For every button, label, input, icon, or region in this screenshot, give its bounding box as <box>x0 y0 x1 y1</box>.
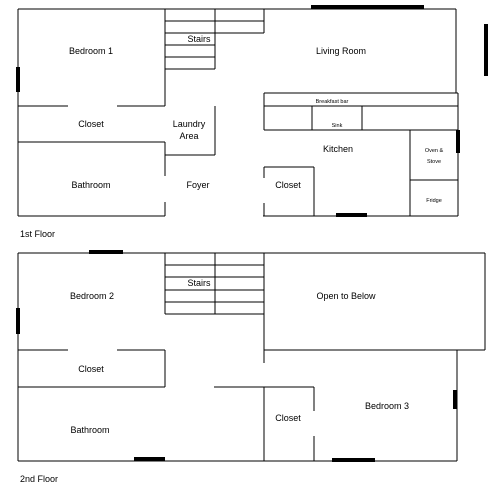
room-label-living-room: Living Room <box>316 46 366 56</box>
room-label-bathroom-2: Bathroom <box>70 425 109 435</box>
room-label-sink: Sink <box>332 123 343 129</box>
room-label-stairs: Stairs <box>187 34 211 44</box>
room-label-breakfast-bar: Breakfast bar <box>316 99 349 105</box>
second-floor-labels: Bedroom 2 Stairs Open to Below Closet Ba… <box>20 278 409 484</box>
room-label-stairs-2: Stairs <box>187 278 211 288</box>
room-label-fridge: Fridge <box>426 198 442 204</box>
room-label-foyer: Foyer <box>186 180 209 190</box>
floor-caption-2nd: 2nd Floor <box>20 474 58 484</box>
second-floor-plan: Bedroom 2 Stairs Open to Below Closet Ba… <box>16 250 486 484</box>
room-label-closet-right: Closet <box>275 180 301 190</box>
room-label-bedroom-2: Bedroom 2 <box>70 291 114 301</box>
room-label-oven-stove-line2: Stove <box>427 159 441 165</box>
room-label-bedroom-1: Bedroom 1 <box>69 46 113 56</box>
floor-caption-1st: 1st Floor <box>20 229 55 239</box>
room-label-kitchen: Kitchen <box>323 144 353 154</box>
room-label-laundry-area-line2: Area <box>179 131 198 141</box>
room-label-open-to-below: Open to Below <box>316 291 376 301</box>
first-floor-labels: Bedroom 1 Stairs Living Room Closet Laun… <box>20 34 444 239</box>
room-label-bedroom-3: Bedroom 3 <box>365 401 409 411</box>
first-floor-plan: Bedroom 1 Stairs Living Room Closet Laun… <box>16 5 488 239</box>
room-label-bathroom: Bathroom <box>71 180 110 190</box>
room-label-closet: Closet <box>78 119 104 129</box>
first-floor-windows <box>16 5 488 217</box>
second-floor-windows <box>16 250 457 462</box>
room-label-oven-stove-line1: Oven & <box>425 148 444 154</box>
room-label-laundry-area-line1: Laundry <box>173 119 206 129</box>
room-label-closet-right-2: Closet <box>275 413 301 423</box>
room-label-closet-2: Closet <box>78 364 104 374</box>
